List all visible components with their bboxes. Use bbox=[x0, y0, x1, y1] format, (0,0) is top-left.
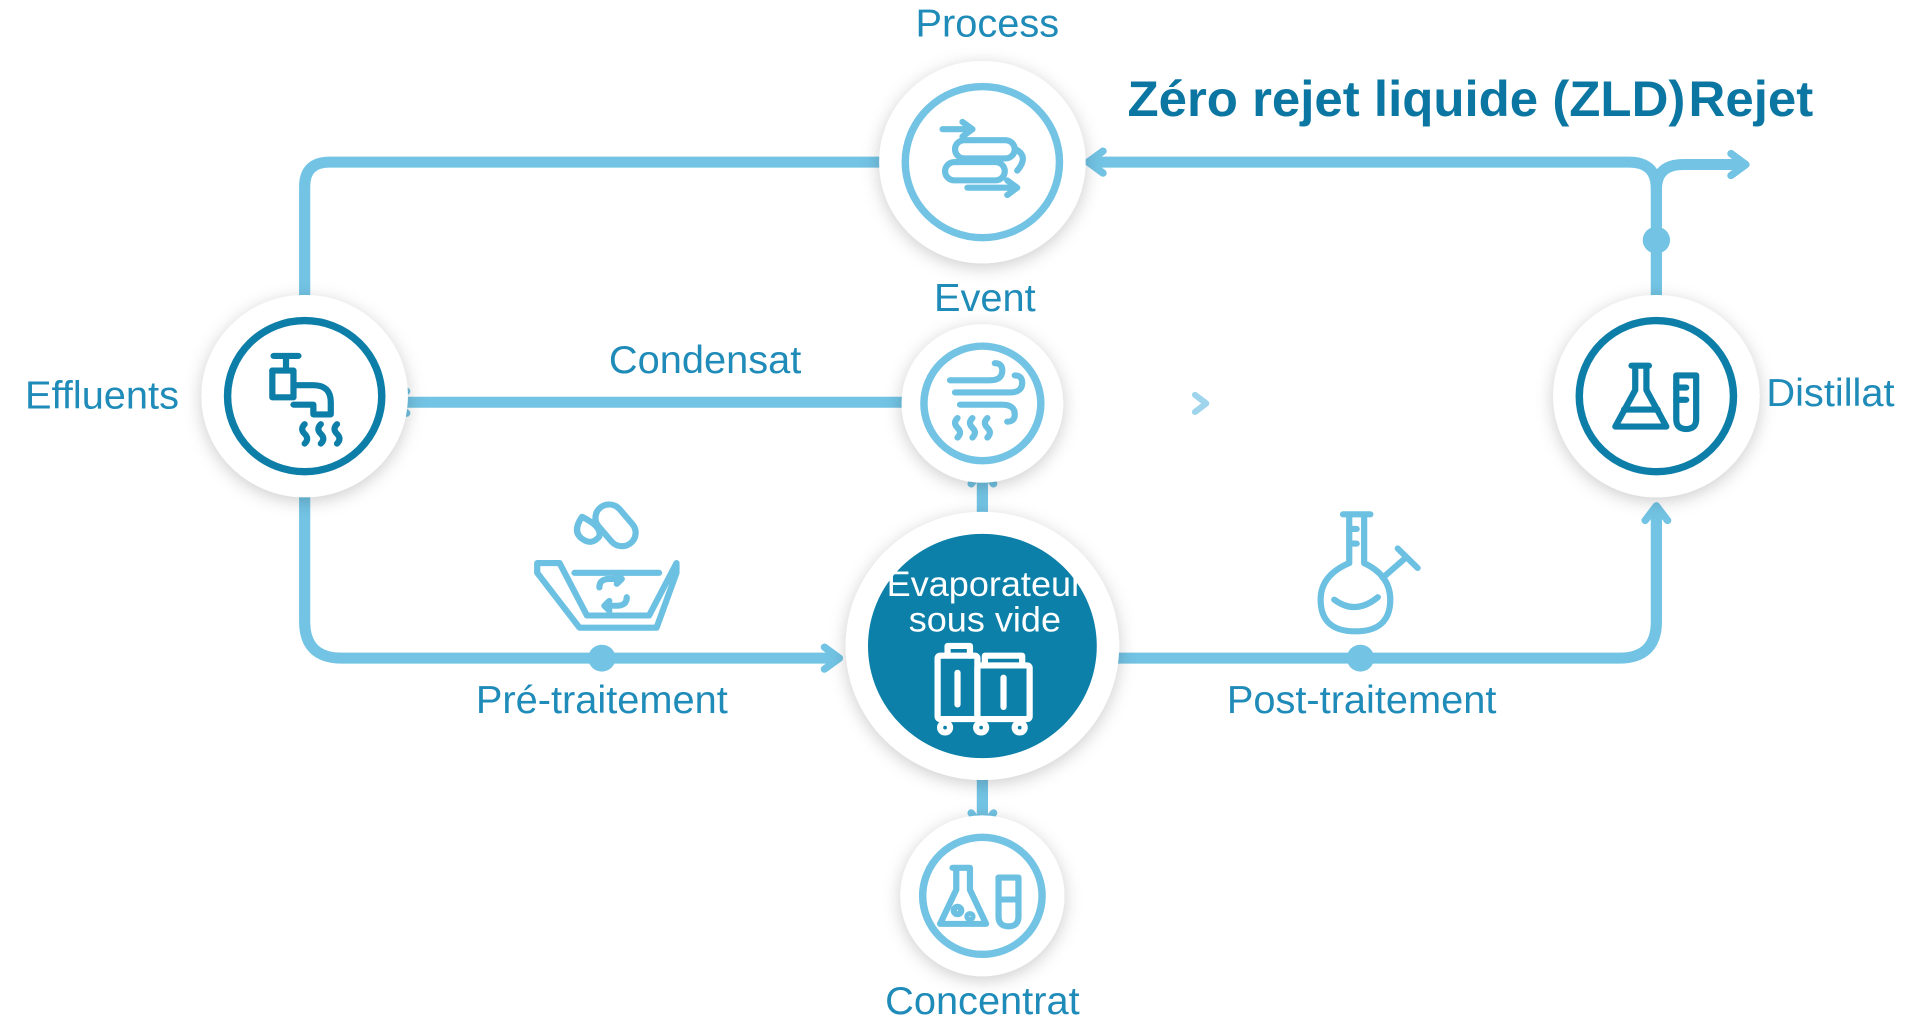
reject-label: Rejet bbox=[1689, 70, 1814, 126]
dot-pretreatment bbox=[588, 644, 616, 672]
posttreatment-label: Post-traitement bbox=[1227, 678, 1497, 722]
node-distillat bbox=[1553, 294, 1760, 498]
flow-reject-branch bbox=[1650, 159, 1747, 195]
node-effluents bbox=[201, 294, 408, 498]
concentrat-label: Concentrat bbox=[885, 979, 1080, 1023]
faucet-icon bbox=[269, 352, 343, 447]
flow-process-to-effluents bbox=[299, 156, 905, 317]
diagram-title: Zéro rejet liquide (ZLD) bbox=[1127, 70, 1685, 126]
flask-test-tube-icon-concentrat bbox=[936, 864, 1022, 930]
pretreatment-label: Pré-traitement bbox=[476, 678, 728, 722]
flow-distillat-to-process bbox=[1086, 156, 1662, 327]
node-concentrat bbox=[900, 815, 1065, 977]
effluents-label: Effluents bbox=[25, 374, 179, 418]
labels: Process Zéro rejet liquide (ZLD) Rejet E… bbox=[25, 2, 1895, 1023]
evaporator-label-line1: Evaporateur bbox=[887, 564, 1083, 604]
arrowhead-evaporator-in bbox=[820, 643, 844, 673]
wind-vapor-icon bbox=[946, 360, 1026, 441]
dot-reject-branch bbox=[1642, 226, 1671, 254]
round-bottom-flask-icon bbox=[1317, 511, 1421, 635]
arrowhead-reject-out bbox=[1727, 149, 1750, 180]
process-label: Process bbox=[916, 2, 1060, 46]
node-evaporator: Evaporateur sous vide bbox=[845, 511, 1120, 781]
arrowhead-vent bbox=[1191, 391, 1210, 416]
arrowhead-distillat-in bbox=[1641, 502, 1672, 525]
distillat-label: Distillat bbox=[1766, 371, 1894, 415]
flow-posttreatment bbox=[1088, 503, 1662, 664]
arrowhead-process-in bbox=[1084, 147, 1107, 177]
node-process bbox=[879, 60, 1086, 264]
flask-test-tube-icon bbox=[1612, 362, 1700, 433]
dot-posttreatment bbox=[1346, 644, 1375, 672]
evaporator-label-line2: sous vide bbox=[909, 600, 1061, 640]
event-label: Event bbox=[934, 276, 1036, 320]
node-event bbox=[901, 324, 1064, 483]
process-coil-icon bbox=[939, 118, 1026, 199]
evaporator-unit-icon bbox=[934, 642, 1033, 736]
flow-pretreatment bbox=[299, 472, 842, 664]
basin-chemical-icon bbox=[534, 501, 680, 631]
condensat-label: Condensat bbox=[609, 338, 801, 382]
